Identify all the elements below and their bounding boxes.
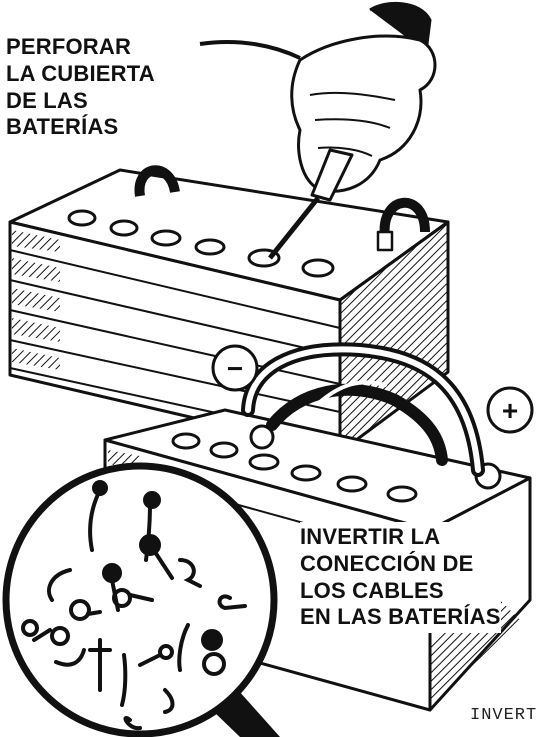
bottom-battery-caps [171,432,418,503]
label-perforar: PERFORAR LA CUBIERTA DE LAS BATERÍAS [6,34,155,140]
plus-sign: + [502,395,518,426]
minus-sign: − [227,353,243,384]
pointer-line-top [199,40,301,60]
magnifying-lens [2,462,280,737]
lens-contents [21,480,247,731]
minus-marker [211,344,259,392]
awl-shaft [268,196,320,260]
plus-marker [486,386,534,434]
positive-terminal-bottom-left [249,424,275,450]
top-battery [8,165,450,454]
reversed-cables [241,342,485,477]
label-invertir: INVERTIR LA CONECCIÓN DE LOS CABLES EN L… [300,522,501,634]
hand-with-awl [268,1,437,260]
top-battery-left-handle [134,165,180,197]
polarity-markers: − + [211,344,534,434]
top-battery-right-handle [379,197,430,237]
caption-fragment: INVERT [470,706,538,725]
